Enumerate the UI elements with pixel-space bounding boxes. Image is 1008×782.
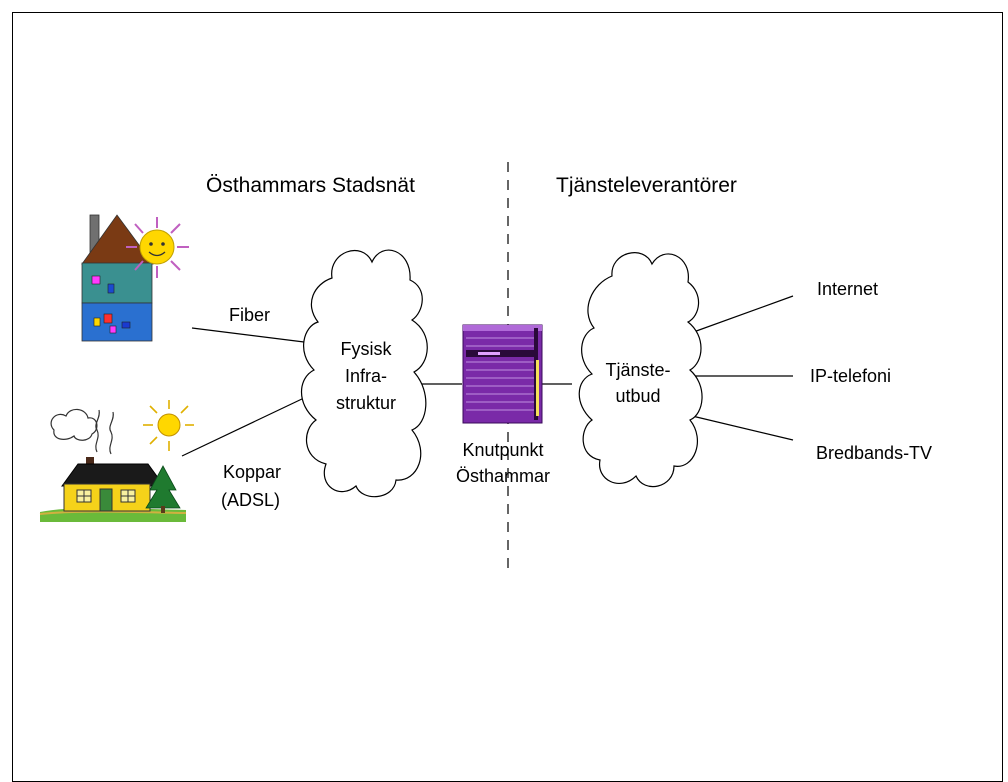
copper-label-line1: Koppar xyxy=(223,462,281,482)
heading-tjansteleverantorer: Tjänsteleverantörer xyxy=(556,174,737,197)
infra-label-line1: Fysisk xyxy=(341,339,393,359)
service-label-line2: utbud xyxy=(615,386,660,406)
cottage-icon xyxy=(39,400,194,522)
infra-label-line3: struktur xyxy=(336,393,396,413)
service-internet: Internet xyxy=(817,279,878,299)
fiber-link xyxy=(191,327,313,344)
copper-link xyxy=(181,397,305,457)
hub-label-line2: Östhammar xyxy=(456,466,550,486)
infrastructure-cloud xyxy=(301,249,428,498)
connection-lines xyxy=(181,295,794,457)
service-ip-telefoni: IP-telefoni xyxy=(810,366,891,386)
hub-label-line1: Knutpunkt xyxy=(462,440,543,460)
fiber-label: Fiber xyxy=(229,305,270,325)
copper-label-line2: (ADSL) xyxy=(221,490,280,510)
server-rack-icon xyxy=(462,324,543,424)
internet-link xyxy=(687,295,794,335)
heading-stadsnat: Östhammars Stadsnät xyxy=(206,174,415,197)
bredbands-tv-link xyxy=(687,414,794,441)
apartment-house-icon xyxy=(81,214,189,342)
service-cloud xyxy=(578,252,703,488)
service-bredbands-tv: Bredbands-TV xyxy=(816,443,932,463)
infra-label-line2: Infra- xyxy=(345,366,387,386)
network-diagram: Östhammars Stadsnät Tjänsteleverantörer … xyxy=(39,162,932,568)
service-label-line1: Tjänste- xyxy=(605,360,670,380)
